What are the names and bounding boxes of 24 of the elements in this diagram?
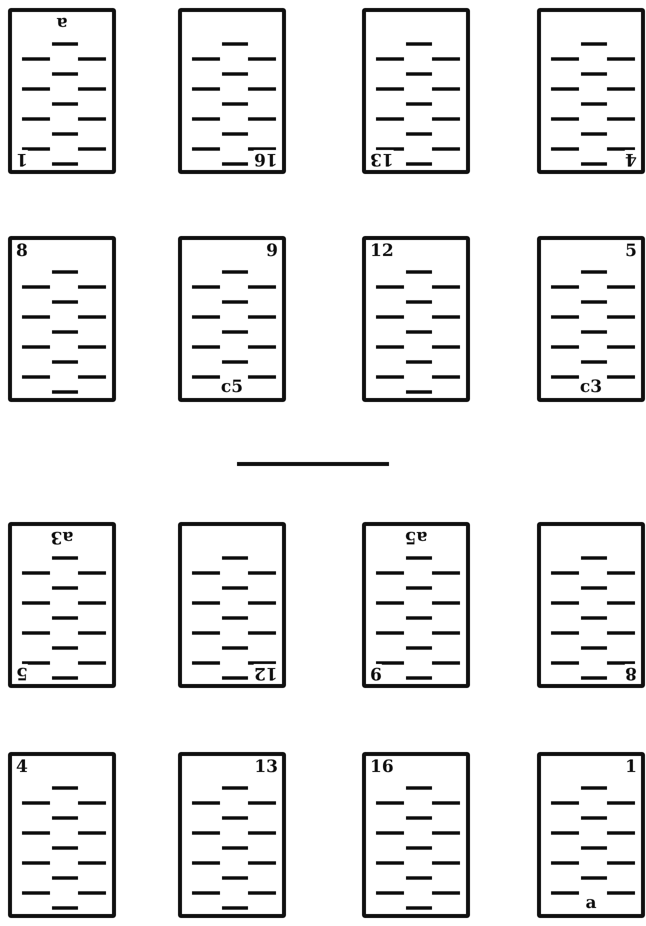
page-box xyxy=(362,752,470,918)
page-number: 13 xyxy=(370,150,394,168)
page-box xyxy=(178,522,286,688)
page-number: 9 xyxy=(370,664,382,682)
page-number: 8 xyxy=(625,664,637,682)
page-box xyxy=(178,236,286,402)
page-box xyxy=(8,522,116,688)
page-box xyxy=(178,752,286,918)
page-box xyxy=(178,8,286,174)
page-number: 1 xyxy=(16,150,28,168)
page-box xyxy=(362,522,470,688)
page-number: 16 xyxy=(254,150,278,168)
page-number: 12 xyxy=(254,664,278,682)
page-box xyxy=(537,8,645,174)
page-box xyxy=(8,8,116,174)
page-number: 5 xyxy=(16,664,28,682)
page-box xyxy=(362,8,470,174)
page-box xyxy=(362,236,470,402)
page-box xyxy=(8,752,116,918)
page-box xyxy=(537,236,645,402)
page-number: 4 xyxy=(625,150,637,168)
page-box xyxy=(8,236,116,402)
page-box xyxy=(537,522,645,688)
page-box xyxy=(537,752,645,918)
